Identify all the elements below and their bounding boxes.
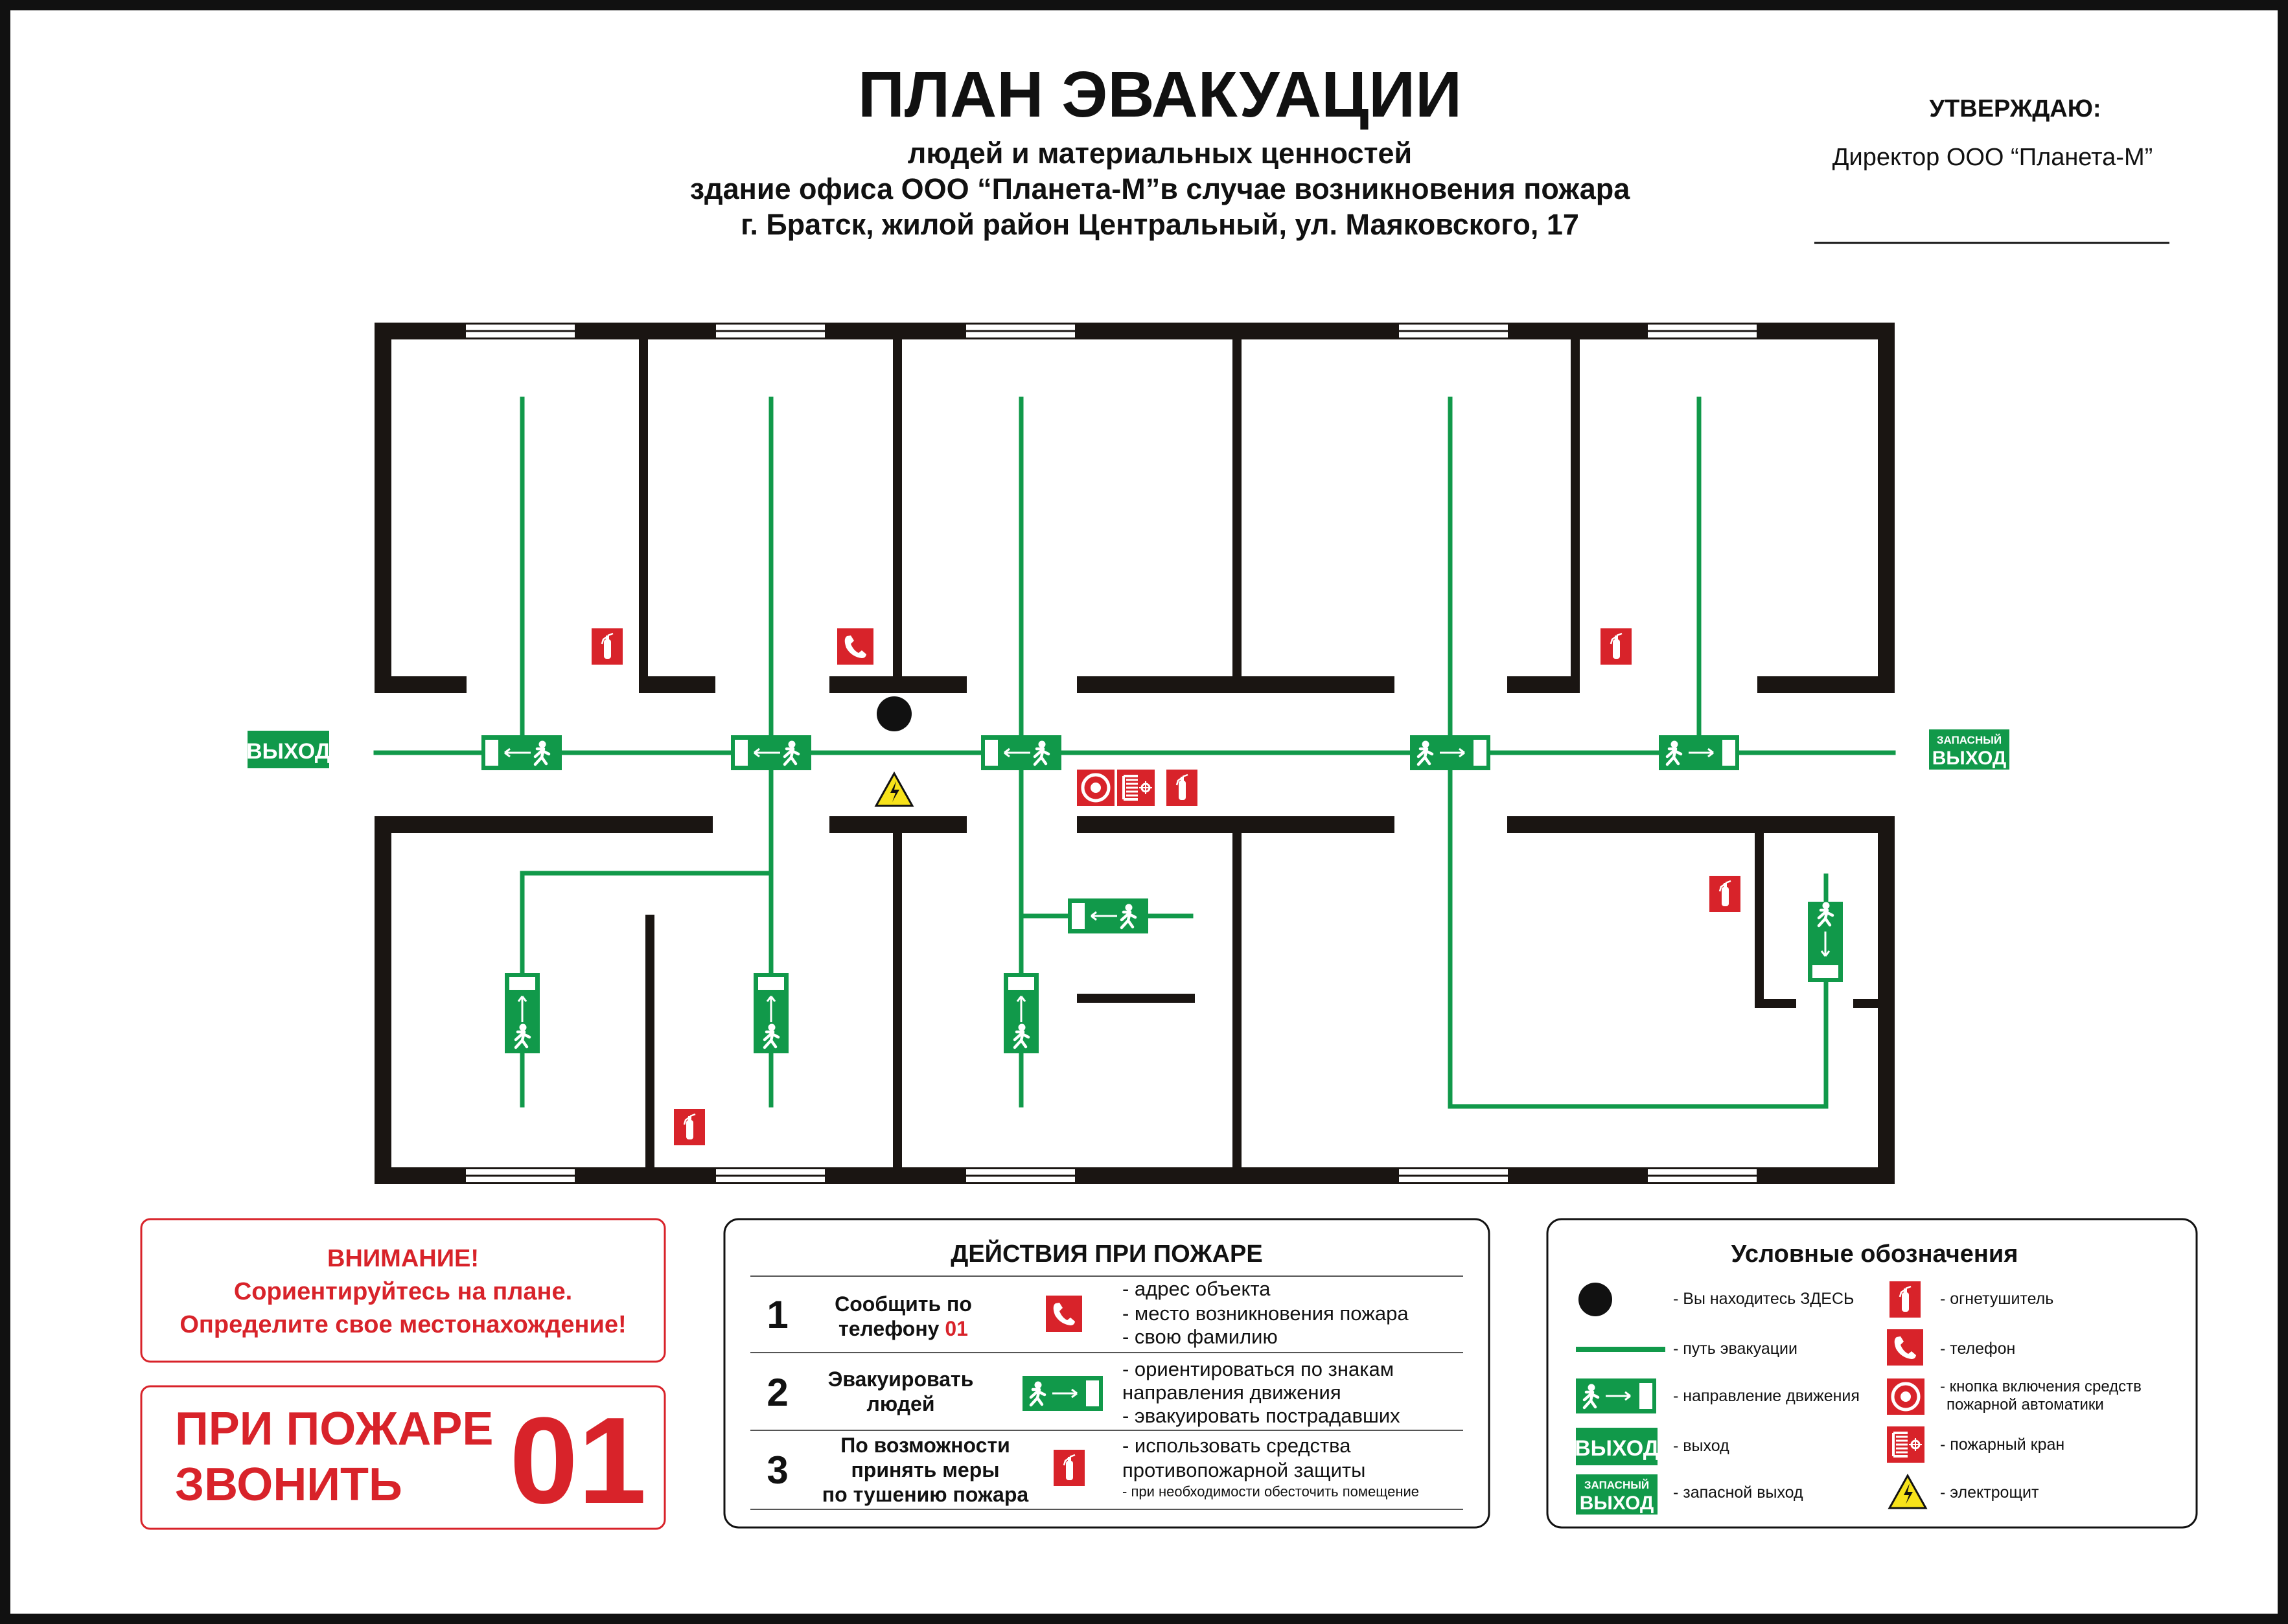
phone-icon bbox=[837, 628, 873, 665]
direction-sign bbox=[981, 735, 1061, 770]
legend-title: Условные обозначения bbox=[1731, 1241, 2018, 1268]
spare-exit-label-2: ВЫХОД bbox=[1580, 1492, 1654, 1514]
call-line-1: ПРИ ПОЖАРЕ bbox=[175, 1403, 493, 1455]
action-row-2: 2 Эвакуировать людей - ориентироваться п… bbox=[767, 1358, 1400, 1427]
attention-line-3: Определите свое местонахождение! bbox=[179, 1311, 626, 1338]
outer-walls bbox=[375, 323, 1895, 1184]
you-are-here-dot bbox=[877, 696, 912, 731]
extinguisher-icon bbox=[1888, 1280, 1922, 1319]
legend-text: - кнопка включения средств bbox=[1940, 1378, 2142, 1395]
action-detail: - свою фамилию bbox=[1122, 1325, 1278, 1348]
phone-icon bbox=[1046, 1296, 1082, 1332]
you-are-here-dot bbox=[1578, 1283, 1612, 1316]
spare-exit-label-2: ВЫХОД bbox=[1932, 748, 2007, 769]
extinguisher-icon bbox=[1052, 1448, 1086, 1487]
action-detail: - адрес объекта bbox=[1122, 1277, 1271, 1300]
fire-hydrant-icon bbox=[1886, 1425, 1926, 1464]
action-detail: направления движения bbox=[1122, 1381, 1341, 1404]
direction-sign bbox=[1410, 735, 1490, 770]
direction-sign bbox=[1659, 735, 1739, 770]
legend-box: Условные обозначения ВЫХОД ЗАПАСНЫЙ ВЫХО… bbox=[1546, 1218, 2198, 1529]
action-detail: - эвакуировать пострадавших bbox=[1122, 1404, 1400, 1427]
legend-text: - запасной выход bbox=[1673, 1483, 1803, 1502]
exit-sign: ВЫХОД bbox=[1575, 1428, 1659, 1465]
actions-title: ДЕЙСТВИЯ ПРИ ПОЖАРЕ bbox=[951, 1239, 1262, 1268]
direction-sign bbox=[1068, 898, 1148, 933]
legend-text: - Вы находитесь ЗДЕСЬ bbox=[1673, 1290, 1854, 1308]
extinguisher-icon bbox=[590, 627, 624, 666]
direction-sign bbox=[731, 735, 811, 770]
legend-text: - выход bbox=[1673, 1437, 1729, 1455]
direction-sign bbox=[1576, 1378, 1656, 1413]
floor-plan: ВЫХОД ЗАПАСНЫЙ ВЫХОД bbox=[246, 323, 2009, 1184]
exit-sign-label: ВЫХОД bbox=[246, 739, 330, 764]
fire-alarm-button-icon bbox=[1887, 1378, 1924, 1415]
approval-label: УТВЕРЖДАЮ: bbox=[1929, 95, 2101, 122]
extinguisher-icon bbox=[1708, 875, 1742, 913]
action-label: По возможности bbox=[840, 1434, 1010, 1457]
legend-text: - направление движения bbox=[1673, 1387, 1860, 1405]
spare-exit-label-1: ЗАПАСНЫЙ bbox=[1937, 734, 2002, 746]
direction-sign bbox=[1808, 902, 1843, 982]
approval-position: Директор ООО “Планета-М” bbox=[1832, 144, 2153, 171]
spare-exit-label-1: ЗАПАСНЫЙ bbox=[1584, 1479, 1649, 1491]
action-label: Сообщить по bbox=[835, 1292, 972, 1316]
legend-text: - пожарный кран bbox=[1940, 1435, 2064, 1454]
action-number: 3 bbox=[767, 1448, 788, 1492]
direction-sign bbox=[1023, 1376, 1103, 1411]
spare-exit-sign: ЗАПАСНЫЙ ВЫХОД bbox=[1929, 729, 2009, 770]
call-number: 01 bbox=[509, 1392, 646, 1529]
legend-text: пожарной автоматики bbox=[1947, 1396, 2104, 1413]
exit-sign-label: ВЫХОД bbox=[1575, 1436, 1659, 1461]
interior-walls bbox=[375, 323, 1895, 1184]
spare-exit-sign: ЗАПАСНЫЙ ВЫХОД bbox=[1576, 1474, 1658, 1515]
electrical-panel-icon bbox=[875, 772, 914, 807]
extinguisher-icon bbox=[1165, 768, 1199, 807]
attention-line-1: ВНИМАНИЕ! bbox=[327, 1245, 479, 1272]
legend-text: - путь эвакуации bbox=[1673, 1340, 1797, 1358]
action-detail: - место возникновения пожара bbox=[1122, 1302, 1409, 1325]
action-number: 1 bbox=[767, 1293, 788, 1336]
fire-actions-box: ДЕЙСТВИЯ ПРИ ПОЖАРЕ 1 Сообщить по телефо… bbox=[723, 1218, 1490, 1529]
direction-sign bbox=[754, 973, 789, 1053]
action-detail: противопожарной защиты bbox=[1122, 1459, 1365, 1481]
direction-sign bbox=[481, 735, 562, 770]
extinguisher-icon bbox=[673, 1108, 706, 1147]
action-row-3: 3 По возможности принять меры по тушению… bbox=[767, 1434, 1419, 1506]
fire-call-box: ПРИ ПОЖАРЕ ЗВОНИТЬ 01 bbox=[140, 1385, 666, 1530]
legend-text: - электрощит bbox=[1940, 1483, 2039, 1502]
evacuation-paths bbox=[373, 396, 1896, 1109]
exit-sign: ВЫХОД bbox=[246, 731, 330, 768]
action-detail: - использовать средства bbox=[1122, 1434, 1351, 1457]
action-label: телефону 01 bbox=[838, 1317, 968, 1340]
action-label: людей bbox=[866, 1392, 934, 1415]
attention-box: ВНИМАНИЕ! Сориентируйтесь на плане. Опре… bbox=[140, 1218, 666, 1363]
action-label: Эвакуировать bbox=[828, 1367, 974, 1391]
action-detail: - ориентироваться по знакам bbox=[1122, 1358, 1394, 1380]
plan-subtitle-2: здание офиса ООО “Планета-М”в случае воз… bbox=[690, 172, 1631, 205]
action-row-1: 1 Сообщить по телефону 01 - адрес объект… bbox=[767, 1277, 1409, 1348]
action-number: 2 bbox=[767, 1371, 788, 1414]
plan-subtitle-3: г. Братск, жилой район Центральный, ул. … bbox=[741, 208, 1579, 241]
direction-sign bbox=[1004, 973, 1039, 1053]
call-line-2: ЗВОНИТЬ bbox=[175, 1459, 402, 1511]
legend-text: - телефон bbox=[1940, 1340, 2015, 1358]
extinguisher-icon bbox=[1599, 627, 1633, 666]
direction-sign bbox=[505, 973, 540, 1053]
fire-alarm-button-icon bbox=[1077, 770, 1115, 806]
attention-line-2: Сориентируйтесь на плане. bbox=[234, 1278, 572, 1305]
action-label: принять меры bbox=[851, 1458, 999, 1481]
action-label: по тушению пожара bbox=[822, 1483, 1029, 1506]
fire-hydrant-icon bbox=[1116, 768, 1156, 807]
plan-title: ПЛАН ЭВАКУАЦИИ bbox=[858, 58, 1462, 131]
action-detail: - при необходимости обесточить помещение bbox=[1122, 1483, 1419, 1500]
legend-text: - огнетушитель bbox=[1940, 1290, 2053, 1308]
plan-subtitle-1: людей и материальных ценностей bbox=[908, 137, 1412, 170]
phone-icon bbox=[1887, 1329, 1923, 1366]
